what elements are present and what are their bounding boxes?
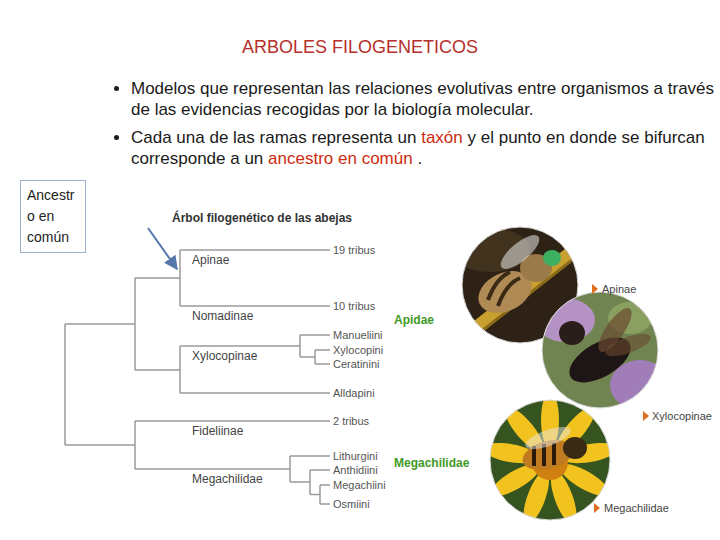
apidae-branch (135, 278, 180, 370)
family-label: Apidae (394, 313, 434, 327)
megachilidae-branch (135, 421, 330, 469)
label-marker (592, 284, 598, 294)
highlight-term: taxón (421, 128, 463, 147)
tribe-count: 19 tribus (333, 243, 375, 257)
tribe-label: Osmiini (333, 497, 370, 511)
photo-caption: Xylocopinae (652, 409, 712, 423)
bee-photo (535, 290, 670, 410)
photo-caption: Megachilidae (604, 501, 669, 515)
xylocopinae-branch (180, 346, 330, 393)
subfamily-label: Megachilidae (192, 472, 263, 486)
subfamily-label: Xylocopinae (192, 349, 257, 363)
photo-frame (490, 400, 610, 520)
bullet-list: Modelos que representan las relaciones e… (111, 79, 720, 177)
tribe-count: 10 tribus (333, 299, 375, 313)
tribe-branch (320, 485, 330, 504)
root-branch (65, 324, 135, 445)
tribe-label: Alldapini (333, 386, 375, 400)
photo-frame (542, 292, 658, 408)
bullet-text: Cada una de las ramas representa un (131, 128, 416, 147)
tree-lines (65, 250, 330, 504)
leader-arrow (148, 228, 177, 269)
tribe-branch (315, 350, 330, 364)
bullet-item: Cada una de las ramas representa un taxón… (131, 128, 720, 169)
bee-photo (481, 392, 618, 527)
bullet-item: Modelos que representan las relaciones e… (131, 79, 720, 120)
tribe-label: Anthidiini (333, 463, 378, 477)
tribe-label: Megachiini (333, 478, 386, 492)
highlight-term: ancestro en común (268, 149, 413, 168)
callout-box: Ancestr o en común (20, 180, 86, 253)
label-marker (594, 503, 600, 513)
photo-caption: Apinae (602, 282, 636, 296)
tribe-label: Manueliini (333, 328, 383, 342)
callout-text: Ancestr o en común (27, 185, 79, 248)
subfamily-label: Apinae (192, 253, 229, 267)
tribe-label: Xylocopini (333, 343, 383, 357)
apinae-branch (180, 250, 330, 306)
slide-title: ARBOLES FILOGENETICOS (0, 36, 720, 58)
bee-photo (450, 220, 590, 352)
subfamily-label: Fideliinae (192, 424, 243, 438)
family-label: Megachilidae (394, 456, 469, 470)
tribe-count: 2 tribus (333, 414, 369, 428)
tribe-label: Ceratinini (333, 357, 379, 371)
chart-subtitle: Árbol filogenético de las abejas (172, 211, 352, 225)
label-marker (643, 411, 649, 421)
bullet-text: Modelos que representan las relaciones e… (131, 79, 714, 119)
tribe-label: Lithurgini (333, 449, 378, 463)
bullet-text: . (417, 149, 422, 168)
subfamily-label: Nomadinae (192, 309, 253, 323)
